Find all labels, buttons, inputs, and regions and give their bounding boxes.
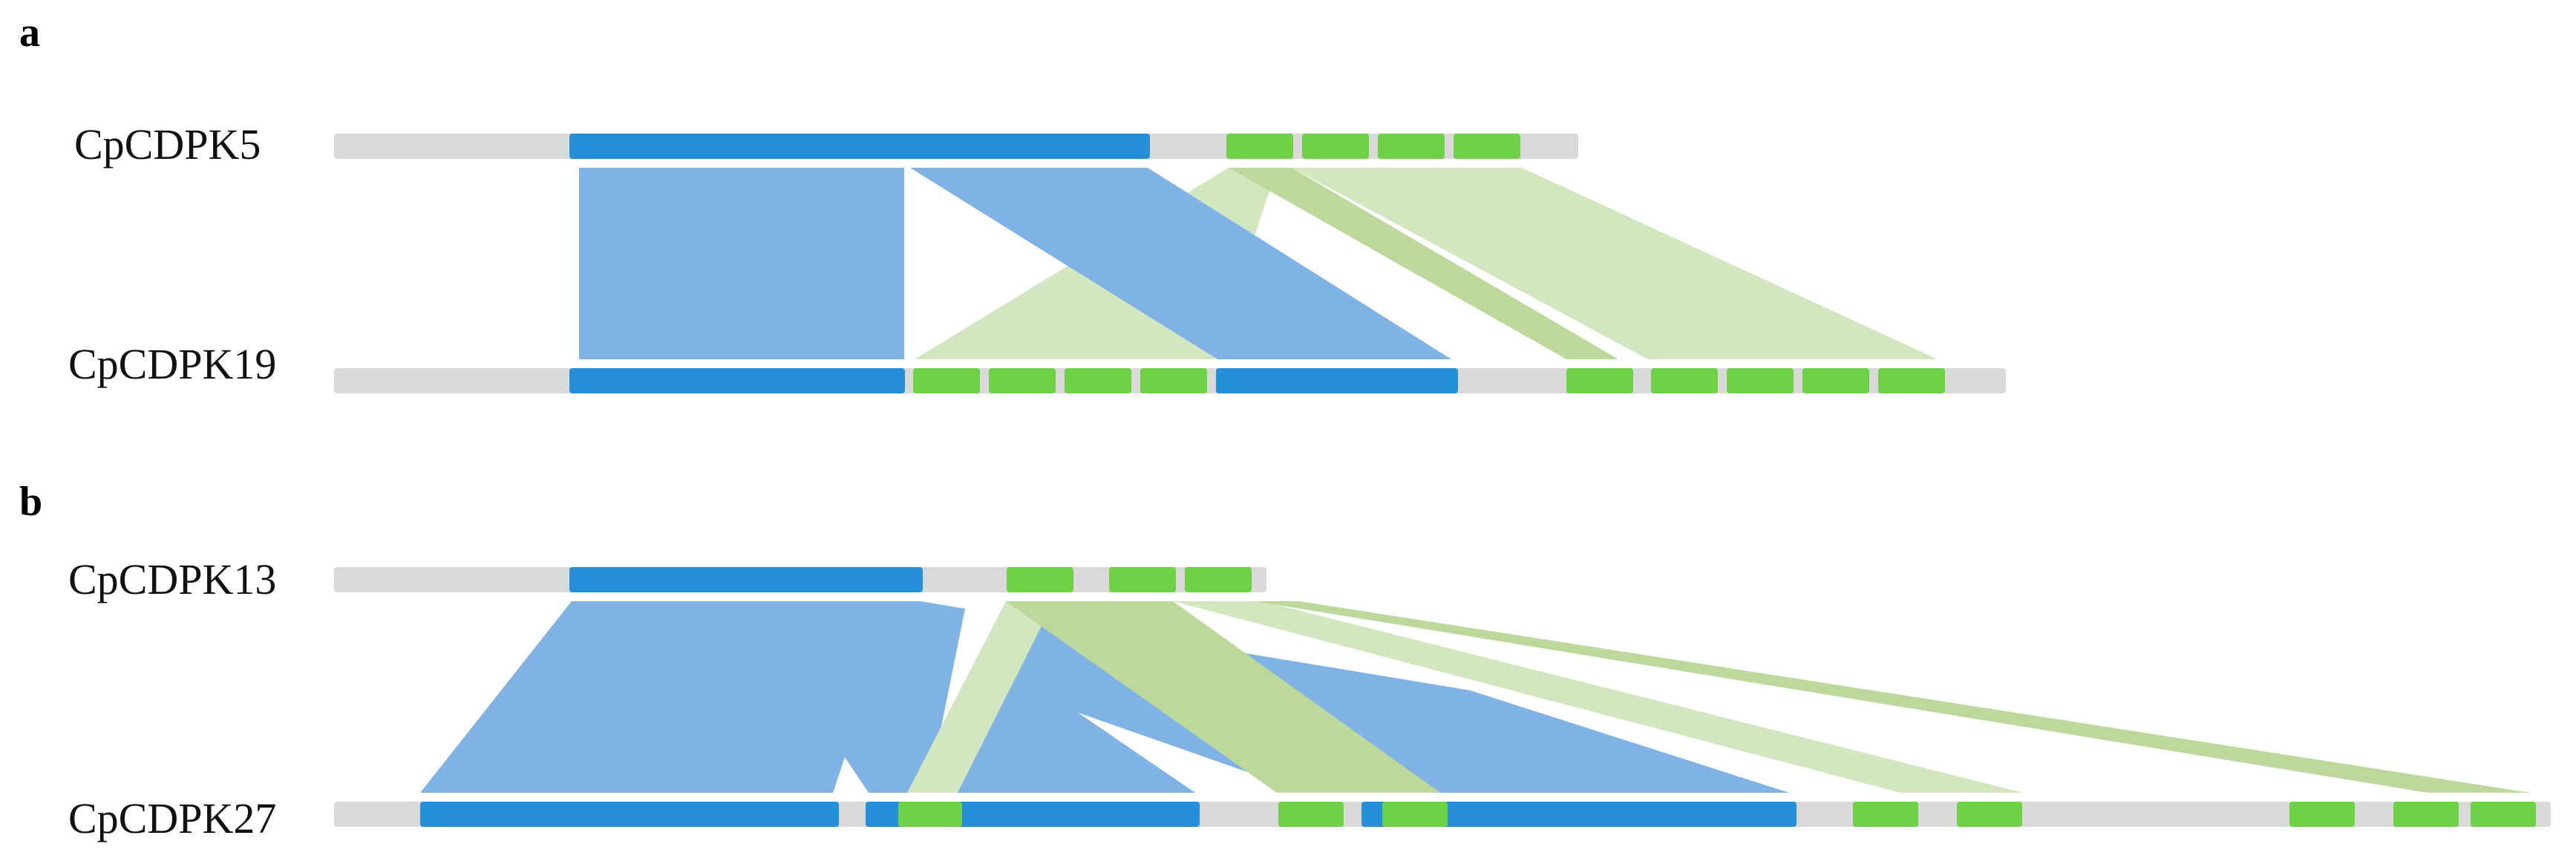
ef-hand-domain <box>1226 134 1293 159</box>
ef-hand-link <box>1255 601 2530 793</box>
kinase-domain <box>1216 368 1458 393</box>
gene-track-cpcdpk13: CpCDPK13 <box>68 555 1266 603</box>
ef-hand-domain <box>1878 368 1945 393</box>
kinase-domain <box>1361 802 1797 827</box>
ef-hand-domain <box>989 368 1056 393</box>
ef-hand-link <box>1173 601 2023 793</box>
kinase-domain <box>569 567 923 592</box>
ef-hand-domain <box>2289 802 2355 827</box>
alignment-links-b <box>420 601 2530 793</box>
kinase-domain <box>569 368 905 393</box>
ef-hand-link <box>1006 601 1440 793</box>
gene-label: CpCDPK19 <box>68 340 276 388</box>
kinase-link <box>420 601 965 793</box>
ef-hand-domain <box>1109 567 1176 592</box>
ef-hand-link <box>1229 168 1618 359</box>
panel-a: a CpCDPK5 CpCDPK19 <box>19 10 2006 393</box>
ef-hand-domain <box>1957 802 2022 827</box>
gene-label: CpCDPK13 <box>68 555 276 603</box>
ef-hand-link <box>1292 168 1938 359</box>
ef-hand-domain <box>1140 368 1207 393</box>
ef-hand-domain <box>1651 368 1718 393</box>
ef-hand-domain <box>1185 567 1252 592</box>
ef-hand-domain <box>1802 368 1869 393</box>
ef-hand-domain <box>1302 134 1369 159</box>
gene-track-cpcdpk27: CpCDPK27 <box>68 794 2551 842</box>
panel-label-a: a <box>19 10 40 56</box>
ef-hand-domain <box>1454 134 1520 159</box>
gene-track-cpcdpk5: CpCDPK5 <box>74 120 1578 168</box>
gene-track-cpcdpk19: CpCDPK19 <box>68 340 2006 393</box>
ef-hand-domain <box>1278 802 1344 827</box>
ef-hand-domain <box>1065 368 1131 393</box>
ef-hand-domain <box>913 368 980 393</box>
ef-hand-domain <box>2471 802 2536 827</box>
ef-hand-domain <box>1566 368 1633 393</box>
gene-label: CpCDPK5 <box>74 120 261 168</box>
kinase-link <box>579 168 904 359</box>
alignment-links-a <box>579 168 1938 359</box>
ef-hand-domain <box>898 802 962 827</box>
kinase-domain <box>420 802 839 827</box>
kinase-link <box>910 168 1451 359</box>
ef-hand-domain <box>1007 567 1073 592</box>
gene-label: CpCDPK27 <box>68 794 276 842</box>
kinase-domain <box>569 134 1150 159</box>
ef-hand-domain <box>1853 802 1918 827</box>
ef-hand-domain <box>1727 368 1794 393</box>
ef-hand-link <box>907 601 1054 793</box>
panel-label-b: b <box>19 479 42 525</box>
panel-b: b CpCDPK13 CpCDPK27 <box>19 479 2551 842</box>
ef-hand-domain <box>2393 802 2459 827</box>
ef-hand-domain <box>1382 802 1448 827</box>
ef-hand-domain <box>1378 134 1445 159</box>
